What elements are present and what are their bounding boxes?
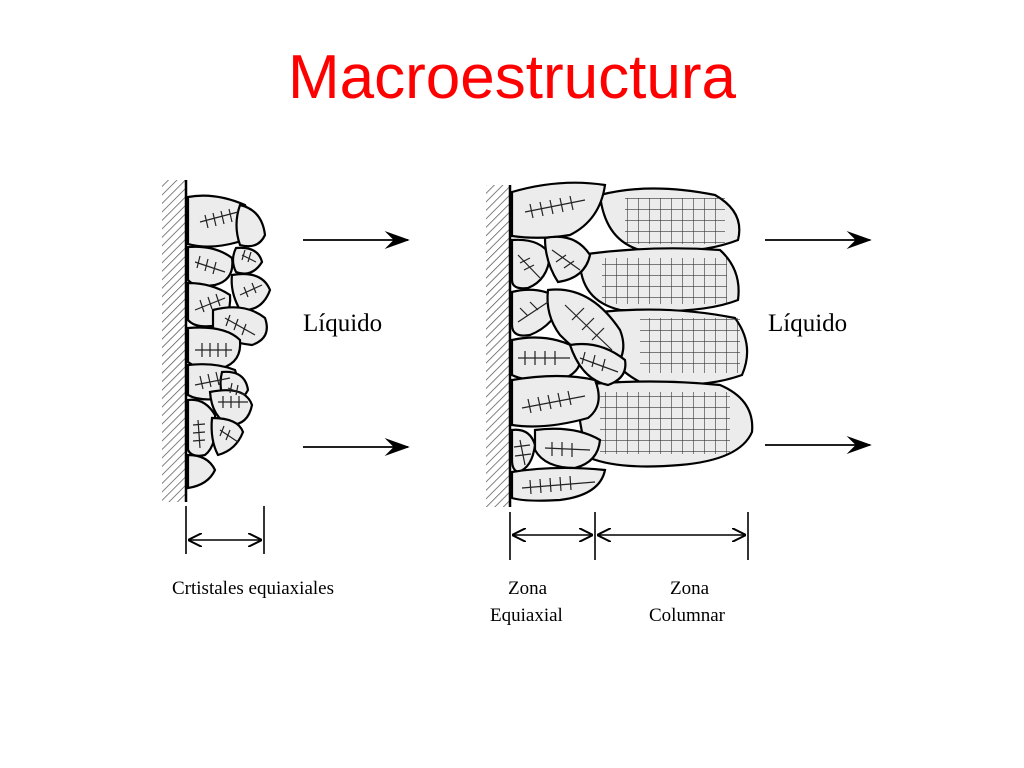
columnar-crystals [577, 187, 754, 468]
left-equiaxed-crystals [186, 194, 272, 490]
slide-title: Macroestructura [288, 43, 736, 112]
right-liquid-label: Líquido [768, 310, 847, 337]
zone-columnar-line2: Columnar [649, 605, 726, 626]
zone-columnar-line1: Zona [670, 578, 710, 599]
left-liquid-label: Líquido [303, 310, 382, 337]
zone-equiaxial-line2: Equiaxial [490, 605, 563, 626]
right-dimension-lines [509, 512, 749, 560]
left-width-label: Crtistales equiaxiales [172, 578, 334, 599]
left-mold-wall [162, 180, 186, 502]
left-diagram: Líquido Crtistales equiaxiales [162, 180, 410, 599]
zone-equiaxial-line1: Zona [508, 578, 548, 599]
right-equiaxed-crystals [510, 181, 627, 502]
right-diagram: Líquido Zona Equiaxial Zona Columnar [486, 181, 872, 626]
right-mold-wall [486, 185, 510, 507]
left-dimension-line [185, 506, 265, 554]
